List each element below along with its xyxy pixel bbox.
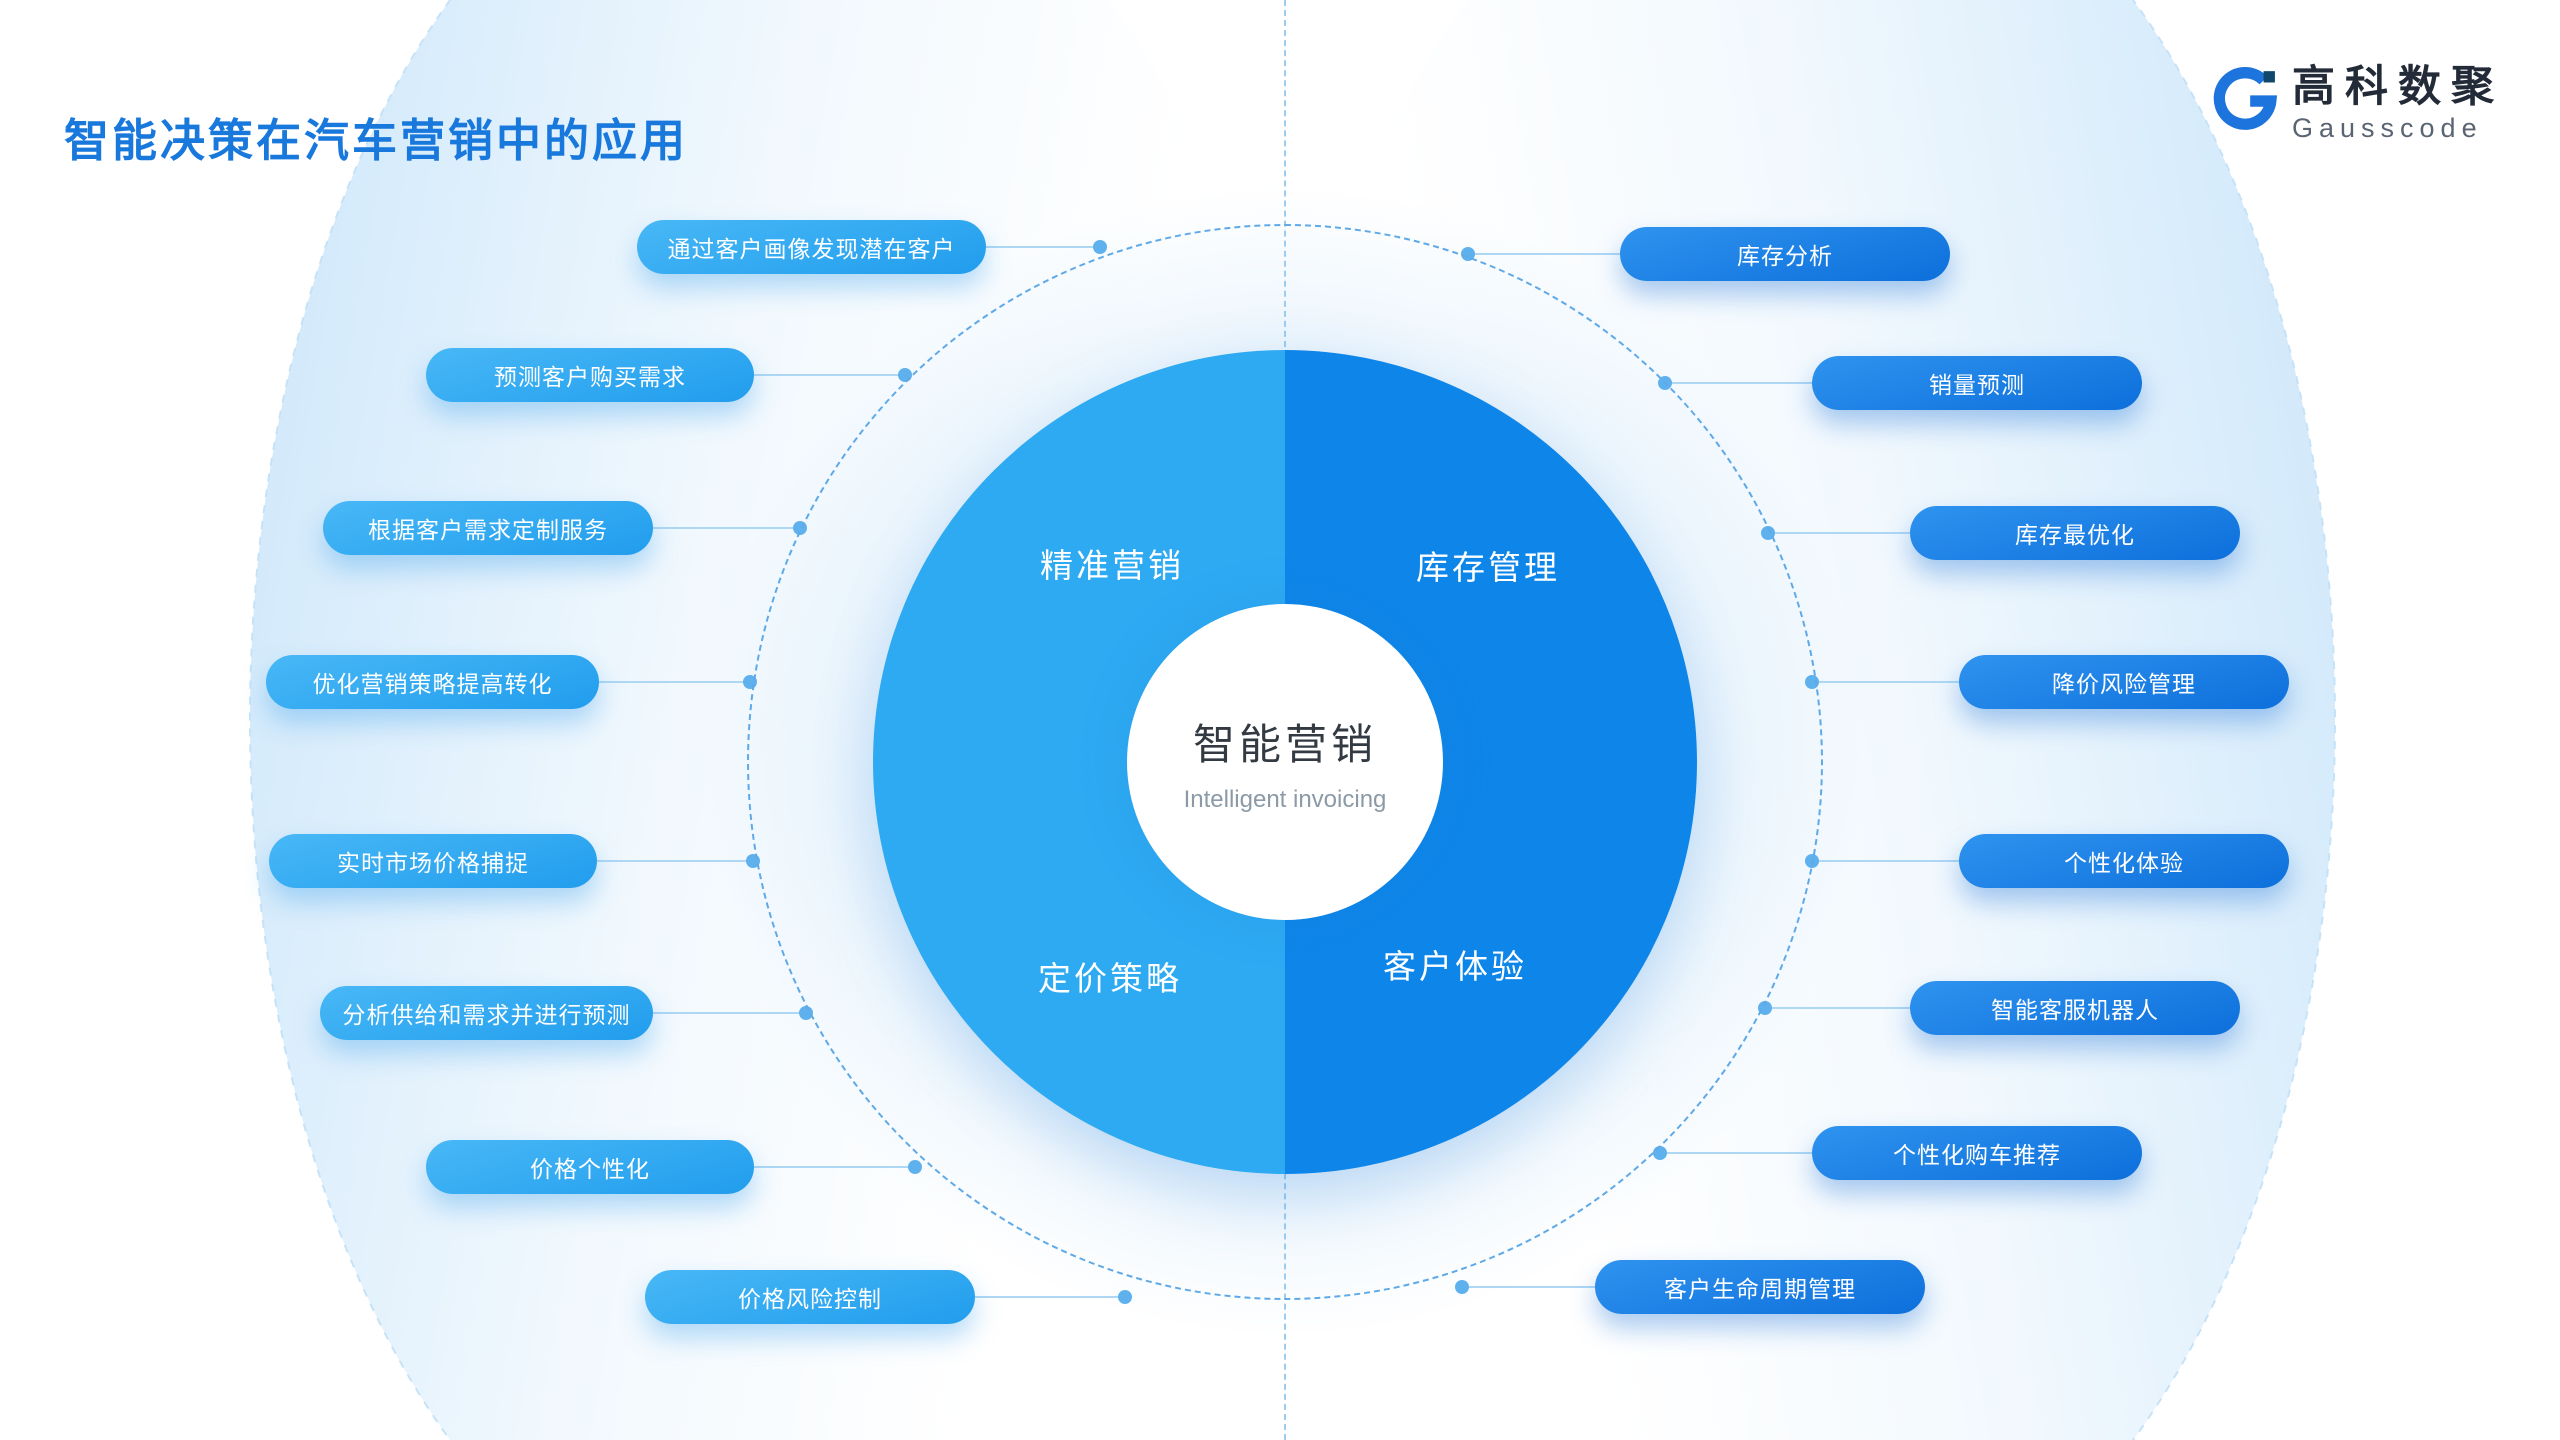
pill-right-2: 销量预测 (1812, 356, 2142, 410)
pill-right-6: 智能客服机器人 (1910, 981, 2240, 1035)
pill-right-4: 降价风险管理 (1959, 655, 2289, 709)
logo-name: 高科数聚 (2292, 63, 2504, 111)
pill-left-5: 实时市场价格捕捉 (269, 834, 597, 888)
pill-left-2: 预测客户购买需求 (426, 348, 754, 402)
quadrant-precision-marketing: 精准营销 (1040, 547, 1184, 584)
quadrant-customer-experience: 客户体验 (1383, 948, 1527, 985)
quadrant-inventory-management: 库存管理 (1416, 549, 1560, 586)
center-hub: 智能营销 Intelligent invoicing (1127, 604, 1443, 920)
pill-left-8: 价格风险控制 (645, 1270, 975, 1324)
pill-right-7: 个性化购车推荐 (1812, 1126, 2142, 1180)
pill-right-3: 库存最优化 (1910, 506, 2240, 560)
pill-left-1: 通过客户画像发现潜在客户 (637, 220, 986, 274)
pill-left-7: 价格个性化 (426, 1140, 754, 1194)
pill-right-8: 客户生命周期管理 (1595, 1260, 1925, 1314)
quadrant-pricing-strategy: 定价策略 (1038, 960, 1182, 997)
logo: 高科数聚 Gausscode (2212, 66, 2504, 144)
logo-subtitle: Gausscode (2292, 113, 2483, 143)
pill-left-3: 根据客户需求定制服务 (323, 501, 653, 555)
pill-right-1: 库存分析 (1620, 227, 1950, 281)
dashed-ring (747, 224, 1823, 1300)
hub-title: 智能营销 (1192, 720, 1377, 768)
logo-g-icon (2213, 67, 2278, 130)
hub-subtitle: Intelligent invoicing (1183, 785, 1387, 813)
pill-right-5: 个性化体验 (1959, 834, 2289, 888)
page-title: 智能决策在汽车营销中的应用 (64, 115, 689, 166)
pill-left-6: 分析供给和需求并进行预测 (320, 986, 653, 1040)
pill-left-4: 优化营销策略提高转化 (266, 655, 599, 709)
